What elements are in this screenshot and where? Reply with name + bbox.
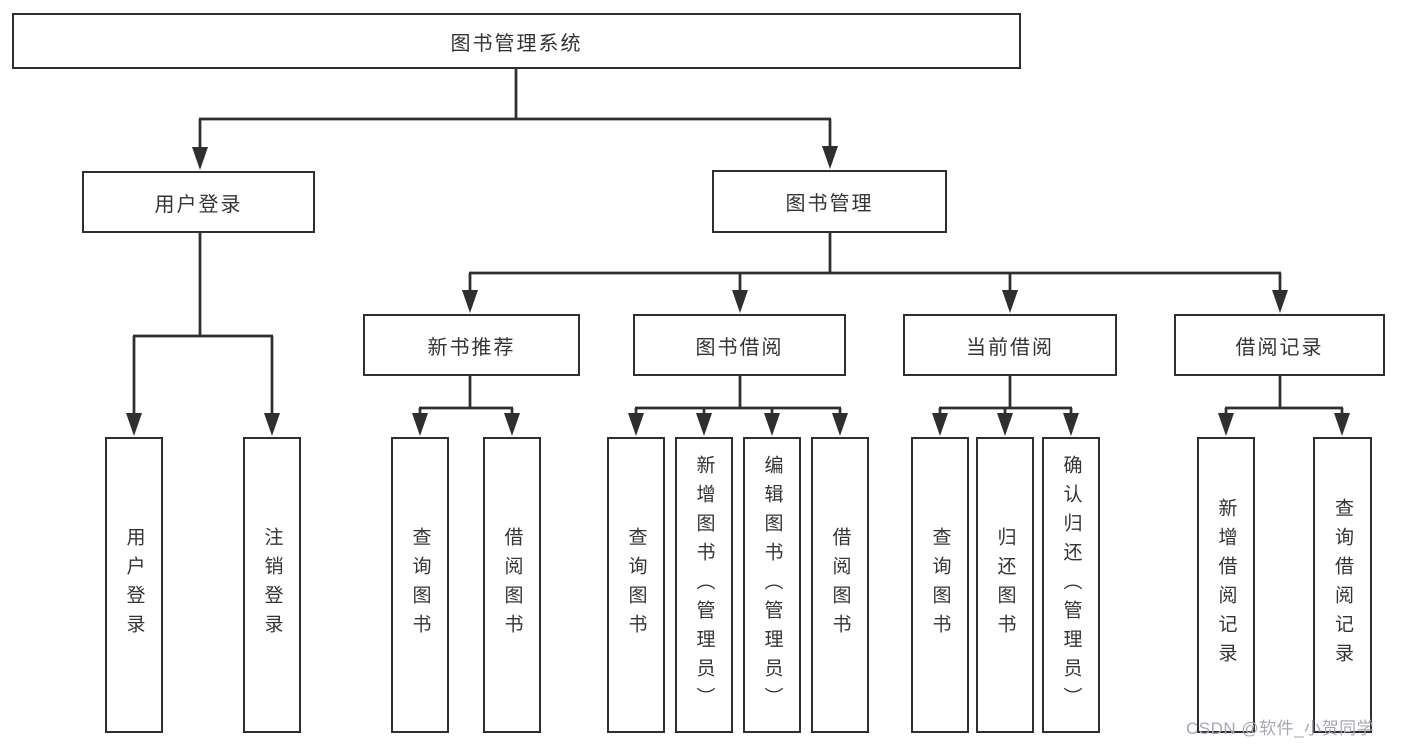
node-label: 借阅记录 [1235,336,1324,359]
node-root-system: 图书管理系统 [12,13,1021,69]
node-query-borrow-record: 查询借阅记录 [1313,437,1372,733]
node-return-book: 归还图书 [976,437,1034,733]
node-edit-book-admin: 编辑图书（管理员） [743,437,801,733]
connector-root-to-level2 [192,69,838,170]
node-label: 图书借阅 [695,336,784,359]
connector-userlogin-to-leaves [126,233,280,436]
node-label: 编辑图书（管理员） [761,454,783,716]
node-confirm-return-admin: 确认归还（管理员） [1042,437,1100,733]
node-query-books-3: 查询图书 [911,437,969,733]
node-book-management: 图书管理 [712,170,947,233]
node-current-borrowing: 当前借阅 [903,314,1117,376]
connector-currentborrow-to-leaves [932,376,1079,436]
node-label: 新增借阅记录 [1215,498,1237,672]
node-query-books-2: 查询图书 [607,437,665,733]
node-label: 查询图书 [625,527,647,643]
node-borrow-books-1: 借阅图书 [483,437,541,733]
connector-newbookrec-to-leaves [412,376,520,436]
node-label: 查询图书 [929,527,951,643]
node-label: 当前借阅 [966,336,1054,359]
node-label: 查询借阅记录 [1332,498,1353,672]
node-borrowing-records: 借阅记录 [1174,314,1385,376]
node-label: 图书管理 [785,193,874,215]
node-label: 新增图书（管理员） [693,454,715,716]
node-label: 图书管理系统 [450,32,583,55]
node-borrow-books-2: 借阅图书 [811,437,869,733]
node-add-borrow-record: 新增借阅记录 [1197,437,1255,733]
node-label: 用户登录 [154,193,243,216]
node-query-books-1: 查询图书 [391,437,449,733]
node-label: 查询图书 [409,527,431,643]
node-label: 确认归还（管理员） [1060,454,1082,716]
node-label: 借阅图书 [501,527,523,643]
csdn-watermark: CSDN @软件_小贺同学 [1186,719,1375,738]
node-label: 归还图书 [994,527,1016,643]
connector-bookborrow-to-leaves [628,376,848,436]
node-label: 新书推荐 [427,336,516,359]
node-label: 注销登录 [261,527,283,643]
node-book-borrowing: 图书借阅 [633,314,846,376]
node-label: 用户登录 [123,527,145,643]
connector-bookmgmt-to-level3 [462,233,1288,313]
node-user-login-leaf: 用户登录 [105,437,163,733]
node-label: 借阅图书 [829,527,851,643]
node-logout: 注销登录 [243,437,301,733]
node-new-book-recommend: 新书推荐 [363,314,580,376]
node-add-book-admin: 新增图书（管理员） [675,437,733,733]
node-user-login: 用户登录 [82,171,315,233]
connector-borrowrecords-to-leaves [1218,376,1350,436]
